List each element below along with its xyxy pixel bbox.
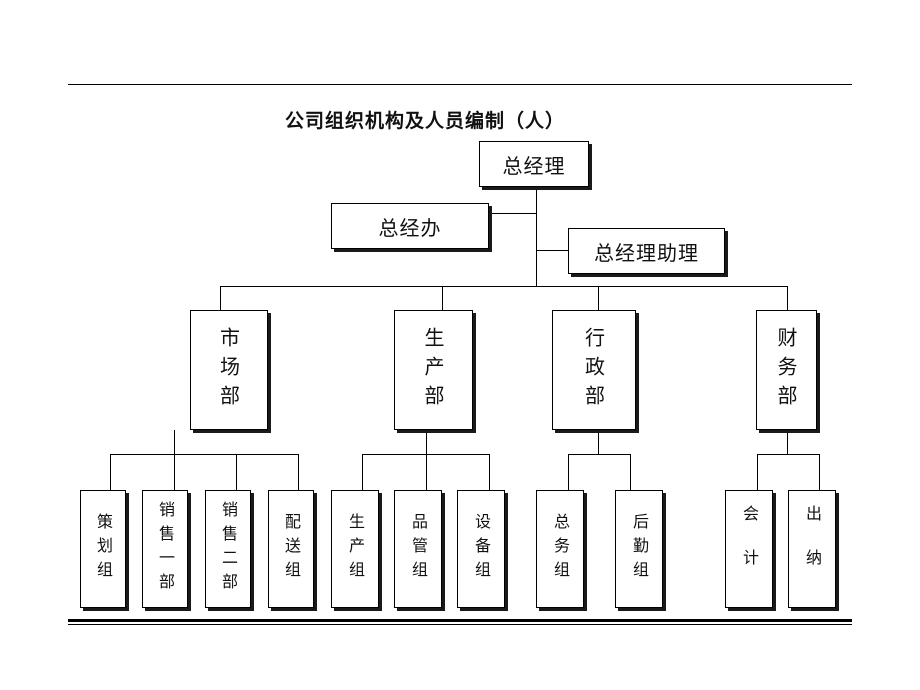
connector xyxy=(787,286,788,310)
connector xyxy=(757,454,758,490)
node-dept-admin: 行政部 xyxy=(552,310,636,430)
connector xyxy=(630,454,631,490)
node-group-delivery: 配送组 xyxy=(268,490,314,608)
connector xyxy=(598,286,599,310)
node-group-sales-1: 销售一部 xyxy=(142,490,188,608)
node-group-sales-2: 销售二部 xyxy=(205,490,251,608)
connector xyxy=(568,454,630,455)
connector xyxy=(174,430,175,454)
connector xyxy=(110,454,111,490)
footer-rule xyxy=(68,619,852,622)
connector xyxy=(489,454,490,490)
connector xyxy=(536,187,537,287)
connector xyxy=(426,454,427,490)
node-dept-production: 生产部 xyxy=(394,310,473,430)
node-group-cashier: 出纳 xyxy=(788,490,836,608)
node-dept-finance: 财务部 xyxy=(756,310,817,430)
connector xyxy=(236,454,237,490)
node-group-production: 生产组 xyxy=(331,490,379,608)
node-group-general-affairs: 总务组 xyxy=(536,490,584,608)
connector xyxy=(757,454,820,455)
header-rule xyxy=(68,84,852,85)
node-group-accounting: 会计 xyxy=(725,490,773,608)
connector xyxy=(426,430,427,454)
connector xyxy=(362,454,363,490)
footer-rule-thin xyxy=(68,624,852,625)
node-group-equipment: 设备组 xyxy=(457,490,505,608)
node-general-office: 总经办 xyxy=(331,203,489,249)
connector xyxy=(568,454,569,490)
connector xyxy=(536,250,568,251)
node-general-manager: 总经理 xyxy=(479,141,589,187)
node-group-qc: 品管组 xyxy=(394,490,442,608)
connector xyxy=(489,213,536,214)
connector xyxy=(174,454,175,490)
chart-title: 公司组织机构及人员编制（人） xyxy=(285,110,566,132)
node-group-logistics: 后勤组 xyxy=(615,490,663,608)
connector xyxy=(298,454,299,490)
connector xyxy=(220,286,221,310)
connector xyxy=(787,430,788,454)
connector xyxy=(819,454,820,490)
node-dept-marketing: 市场部 xyxy=(190,310,268,430)
connector xyxy=(220,286,788,287)
node-assistant-manager: 总经理助理 xyxy=(568,228,725,274)
connector xyxy=(598,430,599,454)
connector xyxy=(110,454,299,455)
connector xyxy=(442,286,443,310)
node-group-planning: 策划组 xyxy=(80,490,126,608)
